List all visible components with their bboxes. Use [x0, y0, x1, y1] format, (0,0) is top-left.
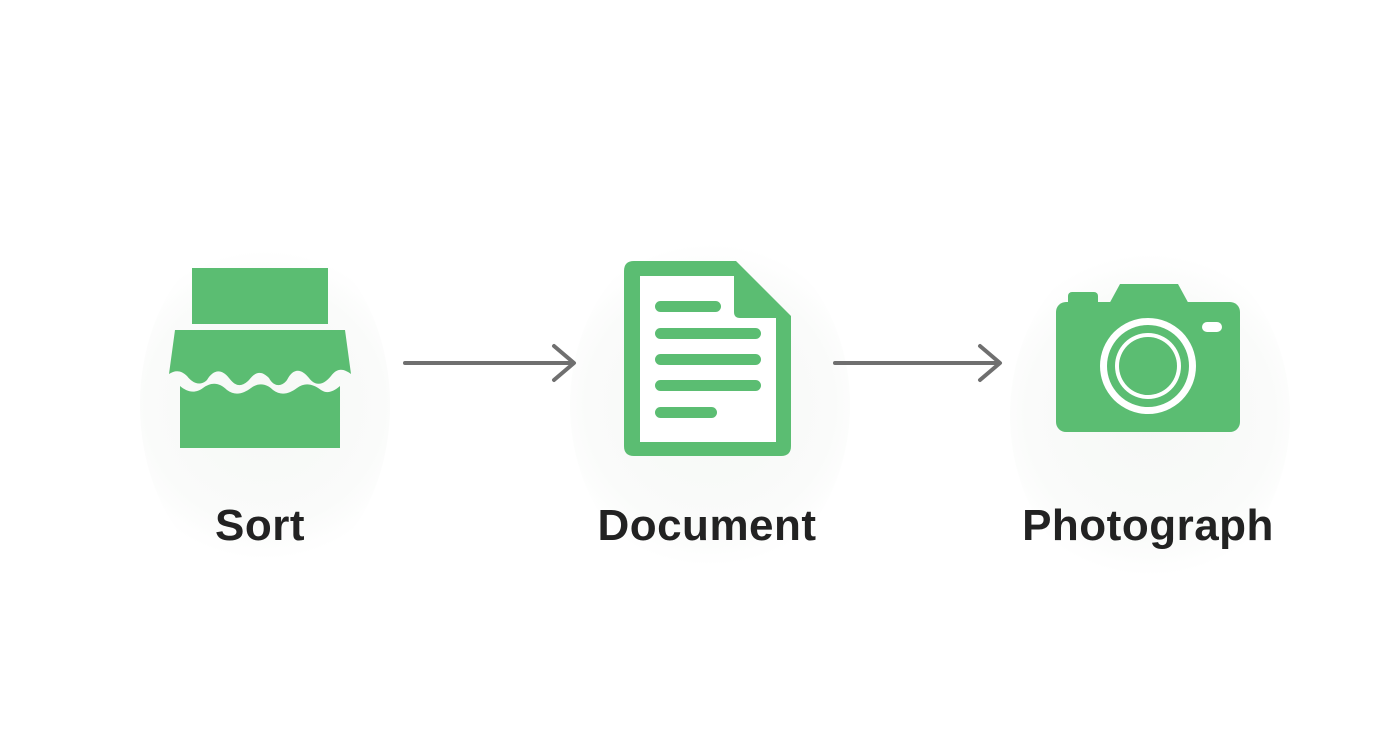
camera-icon: [1056, 284, 1240, 432]
archive-box-icon: [169, 268, 351, 448]
step-label-photograph: Photograph: [1022, 501, 1274, 550]
step-label-document: Document: [597, 501, 817, 550]
arrow-right-icon: [833, 344, 1002, 382]
step-label-sort: Sort: [215, 501, 305, 550]
arrow-right-icon: [403, 344, 576, 382]
document-icon: [624, 261, 791, 456]
